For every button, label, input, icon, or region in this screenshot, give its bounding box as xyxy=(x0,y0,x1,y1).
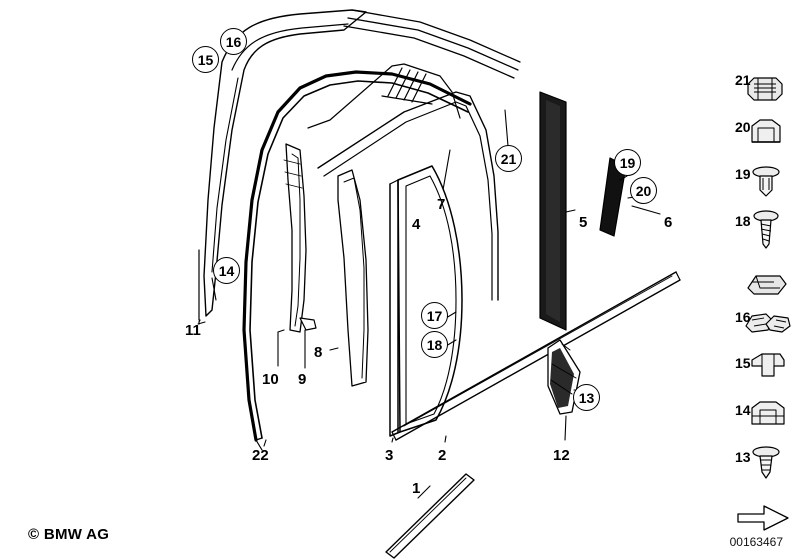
callout-15: 15 xyxy=(192,46,219,73)
callout-16: 16 xyxy=(220,28,247,55)
callout-13: 13 xyxy=(573,384,600,411)
callout-12: 12 xyxy=(553,447,570,464)
callout-22: 22 xyxy=(252,447,269,464)
callout-5: 5 xyxy=(579,214,588,231)
legend-number-16: 16 xyxy=(735,309,751,325)
document-number: 00163467 xyxy=(729,535,783,549)
callout-1: 1 xyxy=(412,480,421,497)
callout-9: 9 xyxy=(298,371,307,388)
legend-number-20: 20 xyxy=(735,119,751,135)
legend-number-15: 15 xyxy=(735,355,751,371)
callout-18: 18 xyxy=(421,331,448,358)
legend-number-18: 18 xyxy=(735,213,751,229)
callout-3: 3 xyxy=(385,447,394,464)
legend-number-13: 13 xyxy=(735,449,751,465)
callout-2: 2 xyxy=(438,447,447,464)
callout-11: 11 xyxy=(185,322,201,339)
brand-copyright: © BMW AG xyxy=(28,526,110,543)
callout-8: 8 xyxy=(314,344,323,361)
callout-19: 19 xyxy=(614,149,641,176)
callout-4: 4 xyxy=(412,216,421,233)
callout-21: 21 xyxy=(495,145,522,172)
legend-number-19: 19 xyxy=(735,166,751,182)
callout-10: 10 xyxy=(262,371,279,388)
callout-6: 6 xyxy=(664,214,673,231)
callout-14: 14 xyxy=(213,257,240,284)
legend-number-14: 14 xyxy=(735,402,751,418)
legend-number-21: 21 xyxy=(735,72,751,88)
callout-17: 17 xyxy=(421,302,448,329)
callout-7: 7 xyxy=(437,196,446,213)
callout-20: 20 xyxy=(630,177,657,204)
